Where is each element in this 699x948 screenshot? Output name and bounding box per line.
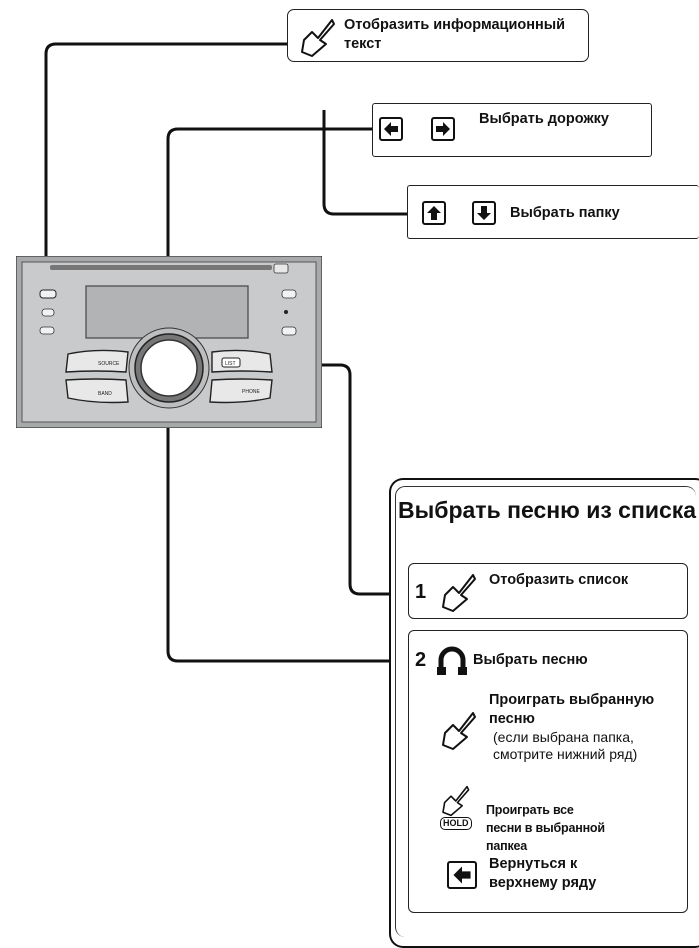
press-finger-icon [442, 785, 470, 817]
arrow-right-key [431, 117, 455, 141]
step2-number: 2 [415, 649, 427, 671]
callout-select-track: Выбрать дорожку [372, 103, 652, 157]
line-info [44, 42, 290, 292]
arrow-up-key [422, 201, 446, 225]
callout-select-folder: Выбрать папку [407, 185, 699, 239]
source-button-label: SOURCE [98, 361, 120, 367]
press-finger-icon [442, 712, 476, 750]
play-selected-text: Проиграть выбранную песню [489, 692, 655, 727]
step1-box: 1 Отобразить список [408, 563, 688, 619]
rotate-knob-icon [437, 646, 467, 675]
list-button-label: LIST [225, 361, 236, 367]
callout-select-track-text: Выбрать дорожку [479, 111, 609, 127]
phone-button-label: PHONE [242, 389, 260, 395]
arrow-left-icon [453, 866, 471, 884]
left-small-buttons [39, 289, 57, 335]
band-button-label: BAND [98, 391, 112, 397]
line-list [265, 363, 409, 596]
car-stereo: SOURCE BAND LIST PHONE [16, 256, 322, 428]
play-selected-note: (если выбрана папка, смотрите нижний ряд… [493, 729, 638, 762]
arrow-left-key [379, 117, 403, 141]
connector-lines [44, 42, 409, 663]
step1-label: Отобразить список [489, 572, 629, 588]
arrow-right-icon [436, 122, 450, 136]
callout-select-folder-text: Выбрать папку [510, 205, 620, 221]
arrow-down-key [472, 201, 496, 225]
hold-badge: HOLD [440, 817, 472, 830]
song-list-title: Выбрать песню из списка [398, 497, 697, 523]
press-finger-icon [301, 19, 335, 57]
line-knob [166, 405, 409, 663]
step2-box: 2 Выбрать песню Проиграть выбранную песн… [408, 630, 688, 913]
arrow-left-icon [384, 122, 398, 136]
arrow-down-icon [477, 206, 491, 220]
arrow-up-icon [427, 206, 441, 220]
line-folder [322, 110, 409, 216]
callout-display-info-text: Отобразить информационный текст [344, 17, 566, 52]
line-track [166, 127, 374, 356]
play-all-text: Проиграть все песни в выбранной папкеа [486, 803, 605, 853]
step1-number: 1 [415, 581, 427, 603]
step2-label: Выбрать песню [473, 652, 588, 668]
press-finger-icon [442, 574, 476, 612]
back-text: Вернуться к верхнему ряду [489, 856, 597, 891]
back-arrow-key [447, 861, 477, 889]
right-small-buttons [281, 289, 297, 336]
song-list-panel-inner-line [395, 486, 696, 937]
callout-display-info: Отобразить информационный текст [287, 9, 589, 62]
